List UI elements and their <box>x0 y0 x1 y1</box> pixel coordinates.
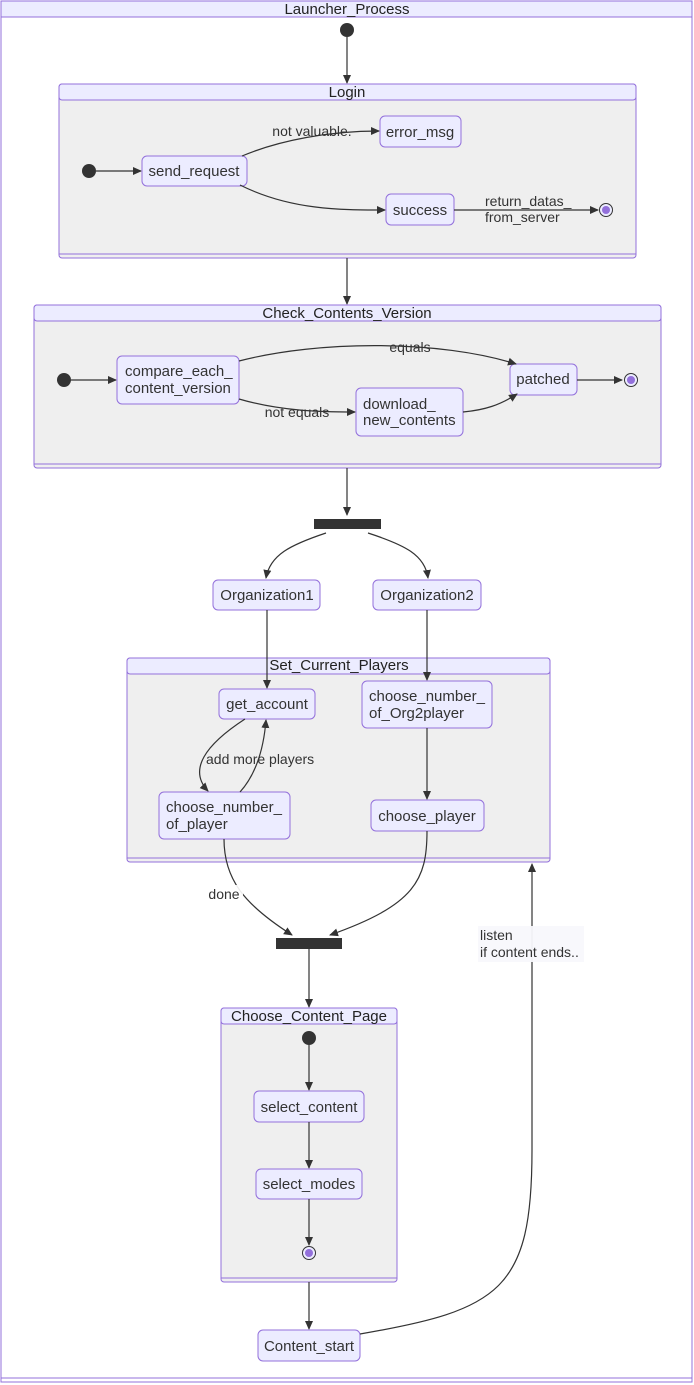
state-choose-player: choose_player <box>370 799 485 832</box>
state-label: Content_start <box>264 1338 355 1355</box>
state-label-line2: content_version <box>125 380 231 397</box>
edge-equals <box>238 345 517 366</box>
choose-page-end-node <box>302 1246 316 1260</box>
state-label: choose_player <box>378 808 476 825</box>
state-label-line1: compare_each_ <box>125 363 233 380</box>
choose-page-start-node <box>302 1031 316 1045</box>
edge-label-equals: equals <box>389 339 430 355</box>
state-select-content: select_content <box>253 1090 365 1123</box>
start-node <box>340 23 354 37</box>
state-get-account: get_account <box>218 688 316 720</box>
edge-label-return-1: return_datas_ <box>485 193 572 209</box>
join-bar <box>276 938 342 949</box>
edge-label-done: done <box>208 886 239 902</box>
state-label-line1: download_ <box>363 396 436 413</box>
state-organization2: Organization2 <box>372 579 482 611</box>
state-organization1: Organization1 <box>212 579 321 611</box>
check-end-node <box>624 373 638 387</box>
edge-choose-player-join <box>329 830 428 937</box>
cluster-title-launcher: Launcher_Process <box>284 1 409 18</box>
edge-get-account-choose-number <box>199 718 246 792</box>
state-label: success <box>393 202 447 219</box>
edge-download-patched <box>462 393 518 413</box>
state-label: error_msg <box>386 124 454 141</box>
login-end-node <box>599 203 613 217</box>
cluster-title-players: Set_Current_Players <box>269 657 408 674</box>
edge-label-listen-1: listen <box>480 927 513 943</box>
state-compare-each-content-version: compare_each_ content_version <box>116 355 240 405</box>
state-label: patched <box>516 371 569 388</box>
check-start-node <box>57 373 71 387</box>
edge-fork-org2 <box>367 532 431 579</box>
edge-not-equals <box>238 398 356 416</box>
cluster-check-contents-version: Check_Contents_Version <box>33 304 662 469</box>
state-content-start: Content_start <box>257 1329 361 1362</box>
state-label: Organization1 <box>220 587 313 604</box>
state-patched: patched <box>509 363 578 396</box>
state-label: send_request <box>149 163 241 180</box>
edge-listen <box>359 863 536 1335</box>
state-success: success <box>385 193 455 226</box>
state-label: select_content <box>261 1099 359 1116</box>
fork-bar <box>314 519 381 529</box>
cluster-title-login: Login <box>329 84 366 101</box>
edge-add-more-players <box>239 719 270 793</box>
edge-not-valuable <box>241 127 380 157</box>
state-choose-number-of-player: choose_number_ of_player <box>158 791 291 840</box>
state-label-line2: of_player <box>166 816 228 833</box>
edge-label-return-2: from_server <box>485 209 560 225</box>
cluster-title-check: Check_Contents_Version <box>262 305 431 322</box>
state-label: get_account <box>226 696 309 713</box>
edge-label-not-valuable: not valuable. <box>272 123 351 139</box>
edge-label-add-more: add more players <box>206 751 314 767</box>
state-select-modes: select_modes <box>255 1168 363 1200</box>
edge-send-success <box>239 184 386 214</box>
state-label-line2: of_Org2player <box>369 705 464 722</box>
edge-fork-org1 <box>263 532 327 579</box>
state-error-msg: error_msg <box>379 115 462 148</box>
edge-label-listen-2: if content ends.. <box>480 944 579 960</box>
state-send-request: send_request <box>141 155 248 187</box>
cluster-title-choose-page: Choose_Content_Page <box>231 1008 387 1025</box>
edge-label-not-equals: not equals <box>265 404 330 420</box>
state-download-new-contents: download_ new_contents <box>355 387 464 437</box>
state-label: select_modes <box>263 1176 356 1193</box>
state-label-line1: choose_number_ <box>166 799 283 816</box>
state-label: Organization2 <box>380 587 473 604</box>
login-start-node <box>82 164 96 178</box>
state-choose-number-of-org2player: choose_number_ of_Org2player <box>361 680 493 729</box>
state-label-line2: new_contents <box>363 412 456 429</box>
state-label-line1: choose_number_ <box>369 688 486 705</box>
